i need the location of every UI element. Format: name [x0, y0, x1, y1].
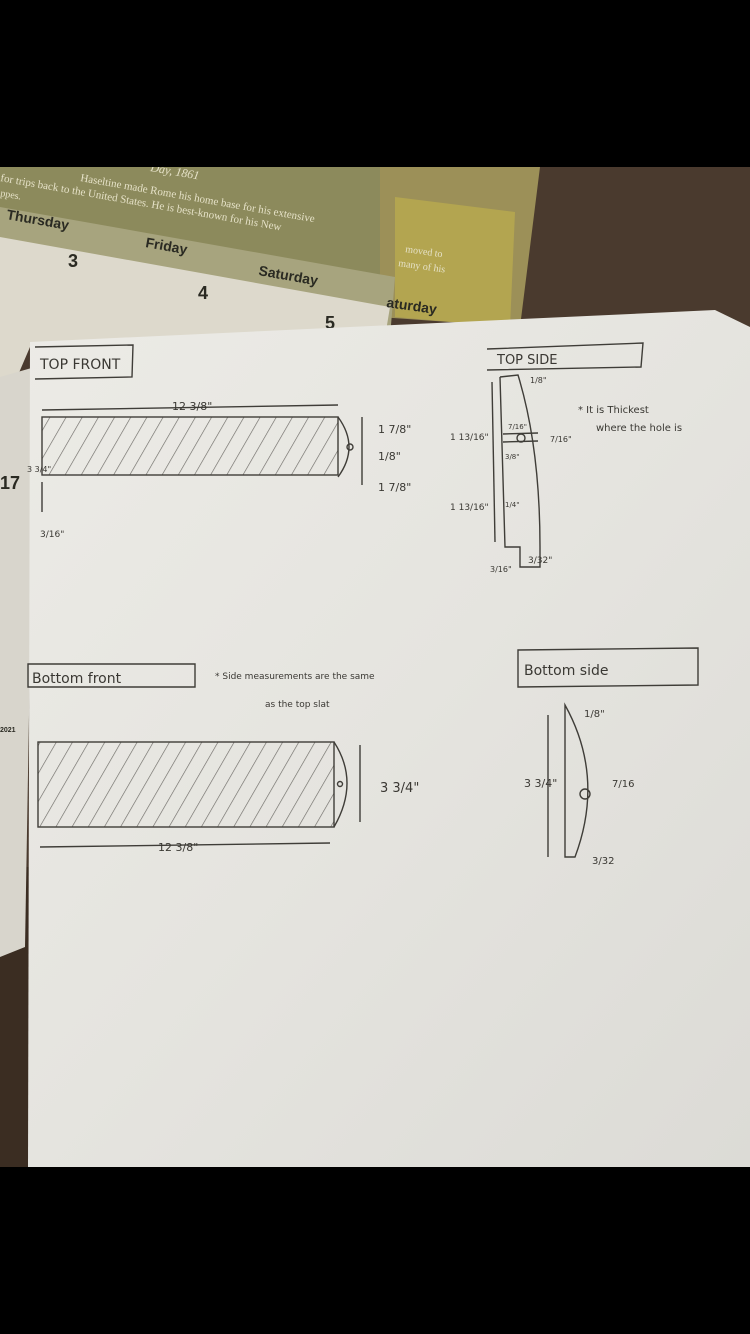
calendar-caption: moved to: [405, 244, 444, 260]
top-front-dim: 3/16": [40, 530, 64, 540]
top-side-note: where the hole is: [596, 423, 682, 434]
top-front-dim: 1 7/8": [378, 481, 411, 494]
top-side-dim: 1/4": [505, 501, 520, 509]
paper-sheet: [28, 310, 750, 1167]
bottom-front-note: as the top slat: [265, 700, 330, 710]
bottom-front-note: * Side measurements are the same: [215, 672, 375, 682]
calendar-date: 5: [325, 313, 335, 333]
top-front-dim: 1/8": [378, 450, 401, 463]
top-side-note: * It is Thickest: [578, 405, 649, 416]
top-side-dim: 1 13/16": [450, 433, 489, 443]
top-side-dim: 7/16": [508, 423, 527, 431]
top-front-dim: 1 7/8": [378, 423, 411, 436]
top-side-dim: 1/8": [530, 376, 547, 385]
calendar-caption: ppes.: [0, 188, 22, 202]
bottom-front-title: Bottom front: [32, 671, 122, 687]
top-side-dim: 7/16": [550, 435, 572, 444]
top-side-dim: 3/8": [505, 453, 520, 461]
calendar-day: aturday: [386, 294, 439, 317]
calendar-day: Friday: [144, 234, 188, 257]
bottom-side-dim: 3/32: [592, 856, 614, 867]
calendar-year: 2021: [0, 727, 16, 734]
bottom-side-title: Bottom side: [524, 663, 609, 679]
top-side-dim: 3/32": [528, 556, 552, 566]
bottom-front-dim: 3 3/4": [380, 781, 419, 796]
calendar-date: 4: [198, 283, 208, 303]
top-side-title: TOP SIDE: [496, 353, 557, 368]
calendar-date: 17: [0, 473, 20, 493]
top-side-dim: 1 13/16": [450, 503, 489, 513]
calendar-date: 3: [68, 251, 78, 271]
bottom-side-dim: 7/16: [612, 779, 634, 790]
top-side-dim: 3/16": [490, 565, 512, 574]
drawings: [27, 342, 699, 858]
bottom-side-dim: 1/8": [584, 709, 605, 720]
top-front-title: TOP FRONT: [39, 357, 121, 373]
top-front-length: 12 3/8": [172, 400, 212, 413]
calendar: Day, 1861 Haseltine made Rome his home b…: [0, 167, 540, 957]
top-front-dim: 3 3/4": [27, 465, 51, 474]
sketch-photo: Day, 1861 Haseltine made Rome his home b…: [0, 167, 750, 1167]
bottom-side-dim: 3 3/4": [524, 777, 557, 790]
bottom-front-dim: 12 3/8": [158, 841, 198, 854]
